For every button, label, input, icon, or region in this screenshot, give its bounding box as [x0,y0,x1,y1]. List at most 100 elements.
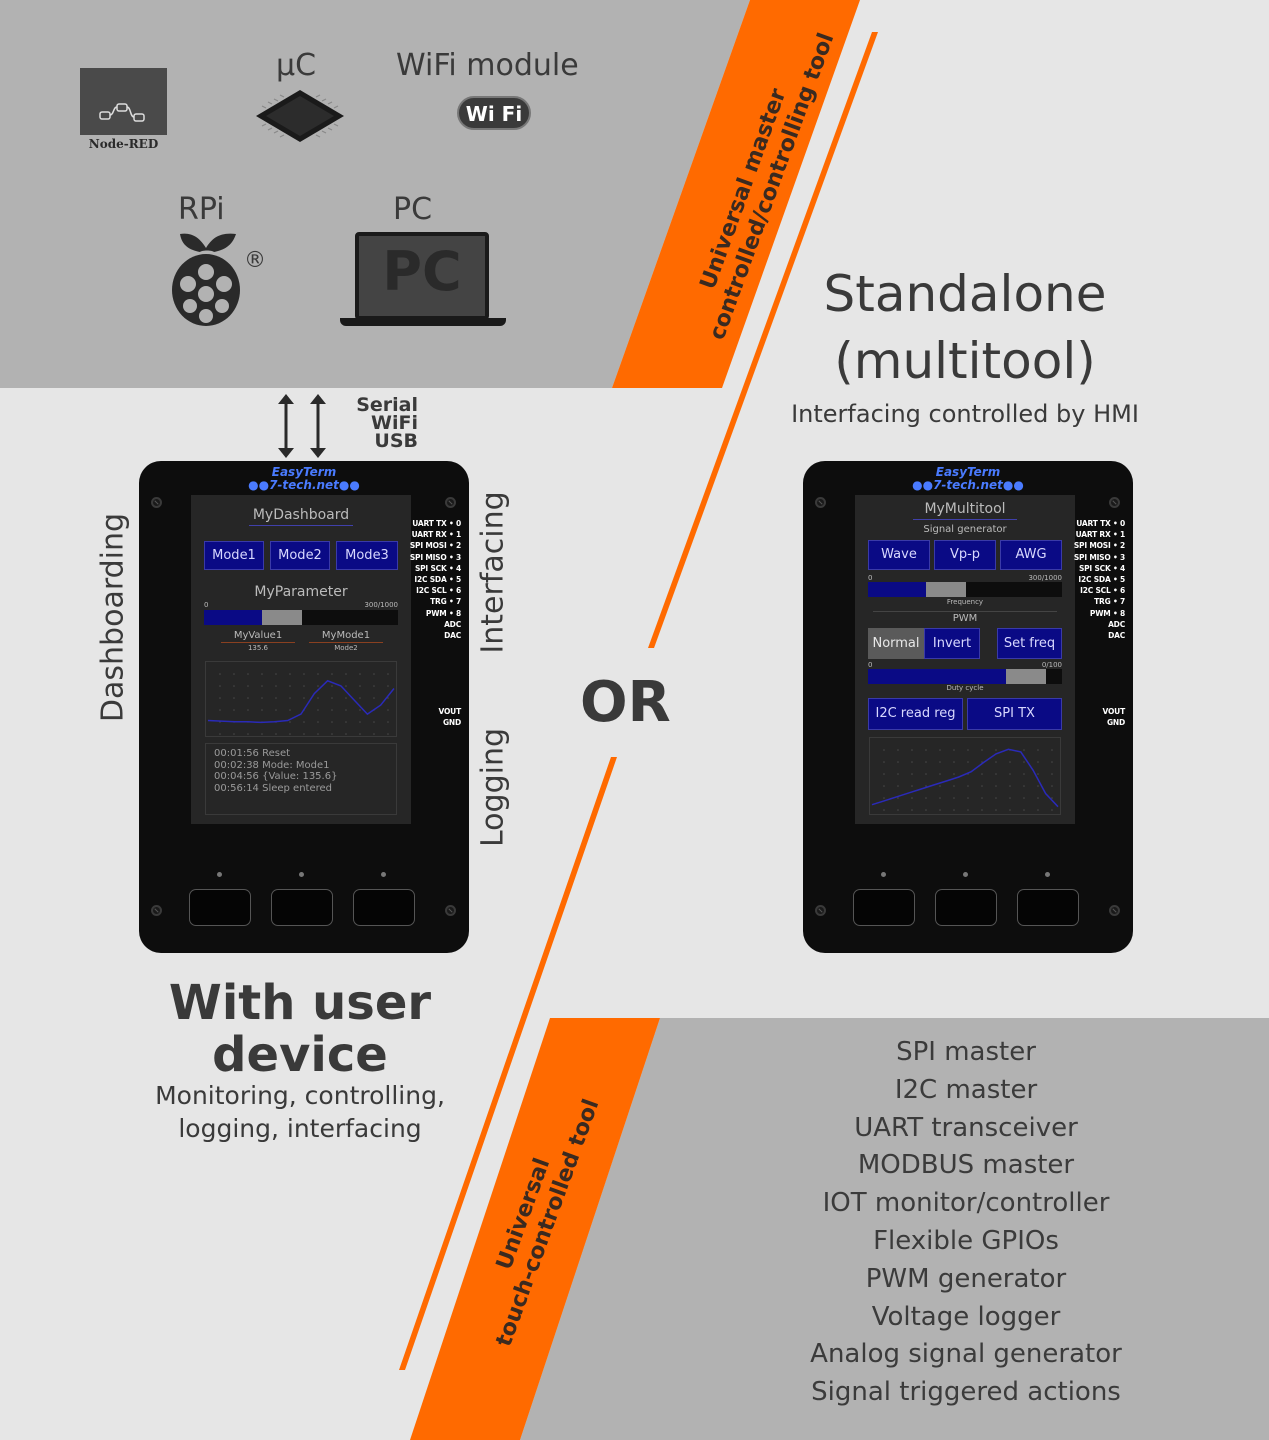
grid-dot [953,809,955,811]
grid-dot [1023,797,1025,799]
duty-slider[interactable] [868,669,1062,684]
dashboard-chart [205,661,397,737]
grid-dot [1051,797,1053,799]
grid-dot [967,797,969,799]
wifi-icon: Wi Fi [457,96,531,130]
grid-dot [1023,785,1025,787]
awg-button[interactable]: AWG [1000,540,1062,570]
hardware-button-3[interactable] [353,889,415,926]
grid-dot [953,785,955,787]
rpi-label: RPi [178,192,225,227]
param-slider-min: 0 [204,601,209,609]
mode3-button[interactable]: Mode3 [336,541,398,570]
grid-dot [995,809,997,811]
duty-slider-thumb[interactable] [1006,669,1046,684]
grid-dot [247,709,249,711]
grid-dot [967,749,969,751]
left-device: EasyTerm ●●7-tech.net●● MyDashboard Mode… [139,461,469,953]
grid-dot [995,761,997,763]
grid-dot [883,797,885,799]
hardware-button-1[interactable] [853,889,915,926]
mode-underline [309,642,383,643]
param-slider[interactable] [204,610,398,625]
grid-dot [233,709,235,711]
grid-dot [261,733,263,735]
wave-button[interactable]: Wave [868,540,930,570]
bottom-gray-panel [520,1018,1269,1440]
hardware-button-2[interactable] [935,889,997,926]
brand-url-text: 7-tech.net [269,478,339,492]
grid-dot [303,697,305,699]
param-slider-thumb[interactable] [262,610,302,625]
pin-label: SPI MOSI • 2 [409,541,461,551]
freq-slider[interactable] [868,582,1062,597]
grid-dot [373,685,375,687]
grid-dot [925,761,927,763]
grid-dot [387,673,389,675]
dashboard-title: MyDashboard [252,507,350,523]
pin-label: SPI MISO • 3 [409,552,461,562]
mode2-button[interactable]: Mode2 [270,541,330,570]
param-slider-max: 300/1000 [364,601,398,609]
hardware-button-2[interactable] [271,889,333,926]
grid-dot [303,733,305,735]
i2c-read-reg-button[interactable]: I2C read reg [868,698,963,730]
grid-dot [345,697,347,699]
left-screen: MyDashboard Mode1 Mode2 Mode3 MyParamete… [191,495,411,824]
grid-dot [275,709,277,711]
label-logging: Logging [475,727,511,848]
grid-dot [967,785,969,787]
grid-dot [1051,809,1053,811]
normal-button[interactable]: Normal [868,628,924,659]
pin-label: DAC [444,631,461,641]
grid-dot [289,709,291,711]
hardware-button-1[interactable] [189,889,251,926]
grid-dot [1009,761,1011,763]
grid-dot [981,797,983,799]
log-line: 00:04:56 {Value: 135.6} [214,771,338,782]
grid-dot [219,733,221,735]
dashboard-chart-svg [207,673,395,735]
pin-label: SPI SCK • 4 [414,563,461,573]
set-freq-button[interactable]: Set freq [997,628,1062,659]
pin-label: I2C SCL • 6 [1080,586,1125,596]
user-device-subtitle-line1: Monitoring, controlling, [155,1081,445,1110]
pin-label: I2C SDA • 5 [414,575,461,585]
vpp-button[interactable]: Vp-p [934,540,996,570]
grid-dot [359,733,361,735]
value1-underline [221,642,295,643]
invert-button[interactable]: Invert [924,628,980,659]
grid-dot [275,685,277,687]
mode1-button[interactable]: Mode1 [204,541,264,570]
grid-dot [995,785,997,787]
brand-url: ●●7-tech.net●● [912,478,1024,492]
user-device-subtitle-line2: logging, interfacing [178,1114,422,1143]
grid-dot [219,709,221,711]
capability-item: UART transceiver [854,1112,1078,1143]
multitool-title: MyMultitool [924,501,1006,517]
duty-slider-max: 0/100 [1041,661,1062,669]
grid-dot [345,685,347,687]
pin-label: ADC [1108,619,1125,629]
uc-label: µC [276,48,317,83]
grid-dot [939,797,941,799]
grid-dot [981,749,983,751]
raspberry-pi-icon [172,233,240,326]
grid-dot [387,721,389,723]
series-line [871,748,1059,808]
grid-dot [1023,773,1025,775]
pin-label: TRG • 7 [1094,597,1125,607]
freq-slider-thumb[interactable] [926,582,966,597]
spi-tx-button[interactable]: SPI TX [967,698,1062,730]
pin-label: TRG • 7 [430,597,461,607]
grid-dot [261,673,263,675]
capability-item: Signal triggered actions [811,1377,1121,1408]
capability-item: Flexible GPIOs [873,1225,1059,1256]
grid-dot [953,773,955,775]
pin-label: SPI MOSI • 2 [1073,541,1125,551]
grid-dot [247,733,249,735]
grid-dot [359,673,361,675]
pin-label: ADC [444,619,461,629]
hardware-button-3[interactable] [1017,889,1079,926]
grid-dot [1023,809,1025,811]
